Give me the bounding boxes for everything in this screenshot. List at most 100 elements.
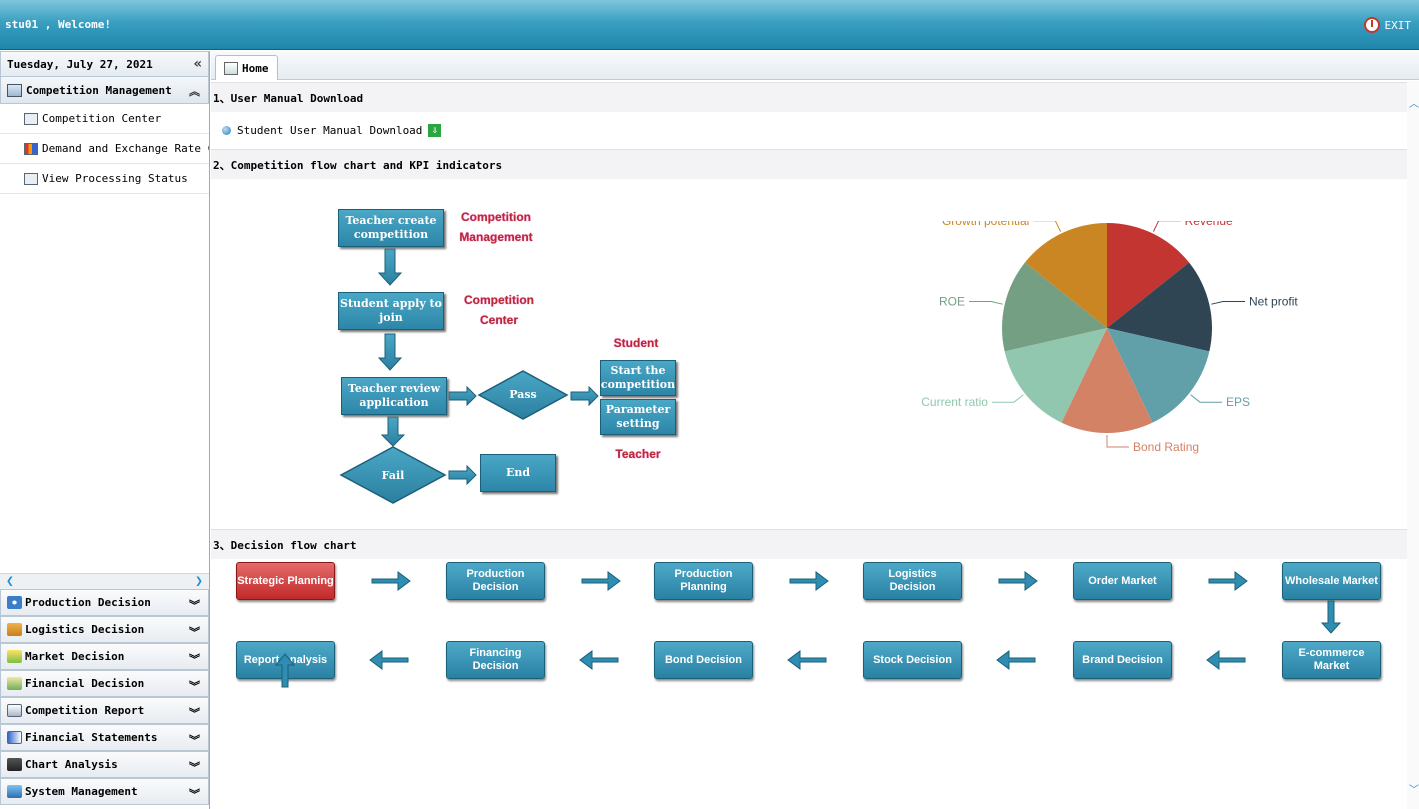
chevron-down-icon: ︾: [189, 680, 200, 693]
sidebar-item-processing-status[interactable]: View Processing Status: [0, 164, 209, 194]
sidebar-item-label: Demand and Exchange Rate Chart: [42, 142, 209, 155]
accordion-financial-statements[interactable]: Financial Statements ︾: [0, 724, 209, 751]
sidebar-item-demand-exchange[interactable]: Demand and Exchange Rate Chart: [0, 134, 209, 164]
arrow-left: [369, 650, 409, 670]
decision-strategic-planning[interactable]: Strategic Planning: [236, 562, 335, 600]
section-competition-flow: 2、Competition flow chart and KPI indicat…: [211, 149, 1407, 179]
label-student: Student: [613, 336, 659, 350]
pie-slice: [1061, 328, 1153, 433]
accordion-system-management[interactable]: System Management ︾: [0, 778, 209, 805]
sidebar: Tuesday, July 27, 2021 « Competition Man…: [0, 51, 210, 809]
arrow-left: [579, 650, 619, 670]
arrow-left: [1206, 650, 1246, 670]
accordion-label: System Management: [25, 785, 138, 798]
accordion-competition-report[interactable]: Competition Report ︾: [0, 697, 209, 724]
download-row: Student User Manual Download ⇩: [222, 124, 442, 137]
truck-icon: [7, 623, 22, 636]
accordion-production-decision[interactable]: Production Decision ︾: [0, 589, 209, 616]
tab-home[interactable]: Home: [215, 55, 278, 80]
chevron-down-icon: ︾: [189, 626, 200, 639]
flow-teacher-review: Teacher review application: [341, 377, 447, 415]
accordion-logistics-decision[interactable]: Logistics Decision ︾: [0, 616, 209, 643]
accordion-label: Market Decision: [25, 650, 125, 663]
pie-slice: [1107, 262, 1212, 352]
pass-label: Pass: [509, 388, 537, 401]
vertical-scrollbar[interactable]: ︿ ﹀: [1407, 81, 1419, 809]
sidebar-item-label: View Processing Status: [42, 172, 188, 185]
sidebar-item-competition-center[interactable]: Competition Center: [0, 104, 209, 134]
chevron-down-icon: ︾: [189, 734, 200, 747]
pie-slice: [1107, 328, 1210, 423]
arrow-right: [998, 571, 1038, 591]
pie-leader-line: [968, 301, 1003, 305]
horizontal-scrollbar[interactable]: ❮ ❯: [0, 573, 209, 589]
group-competition-management[interactable]: Competition Management ︽: [0, 77, 209, 104]
arrow-down: [377, 333, 403, 371]
download-icon[interactable]: ⇩: [428, 124, 442, 137]
chevron-down-icon: ︾: [189, 707, 200, 720]
flow-student-apply: Student apply to join: [338, 292, 444, 330]
decision-production-planning[interactable]: Production Planning: [654, 562, 753, 600]
pie-leader-line: [1033, 221, 1062, 232]
top-header: stu01 , Welcome! EXIT: [0, 0, 1419, 50]
pie-leader-line: [1106, 435, 1129, 448]
scroll-down-icon[interactable]: ﹀: [1409, 785, 1419, 796]
arrow-up: [274, 653, 296, 688]
calendar-icon: [7, 83, 22, 97]
pie-leader-line: [1190, 394, 1223, 403]
chevron-down-icon: ︾: [189, 761, 200, 774]
scroll-right-icon[interactable]: ❯: [195, 574, 203, 589]
star-icon: [7, 650, 22, 663]
fail-label: Fail: [381, 469, 405, 482]
decision-production-decision[interactable]: Production Decision: [446, 562, 545, 600]
grid-icon: [24, 112, 38, 125]
decision-brand-decision[interactable]: Brand Decision: [1073, 641, 1172, 679]
arrow-right: [581, 571, 621, 591]
accordion-financial-decision[interactable]: Financial Decision ︾: [0, 670, 209, 697]
pie-label: Revenue: [1185, 221, 1233, 228]
accordion-market-decision[interactable]: Market Decision ︾: [0, 643, 209, 670]
accordion-chart-analysis[interactable]: Chart Analysis ︾: [0, 751, 209, 778]
current-date: Tuesday, July 27, 2021: [7, 57, 153, 71]
pie-leader-line: [991, 394, 1024, 403]
pass-diamond: [477, 370, 569, 420]
arrow-right: [448, 464, 477, 486]
decision-stock-decision[interactable]: Stock Decision: [863, 641, 962, 679]
decision-logistics-decision[interactable]: Logistics Decision: [863, 562, 962, 600]
pie-label: ROE: [939, 295, 965, 309]
accordion-label: Logistics Decision: [25, 623, 145, 636]
sidebar-item-label: Competition Center: [42, 112, 162, 125]
section-user-manual: 1、User Manual Download: [211, 82, 1407, 112]
arrow-right: [789, 571, 829, 591]
report-icon: [7, 704, 22, 717]
tab-bar: Home: [211, 51, 1419, 80]
arrow-right: [371, 571, 411, 591]
pie-slice: [1004, 328, 1107, 423]
pie-leader-line: [1211, 301, 1246, 305]
scroll-left-icon[interactable]: ❮: [6, 574, 14, 589]
decision-financing-decision[interactable]: Financing Decision: [446, 641, 545, 679]
flow-start-competition: Start the competition: [600, 360, 676, 396]
welcome-text: stu01 , Welcome!: [5, 18, 111, 31]
arrow-right: [448, 385, 477, 407]
pie-slice: [1002, 262, 1107, 352]
scroll-up-icon[interactable]: ︿: [1409, 99, 1419, 110]
pie-label: Bond Rating: [1133, 440, 1199, 454]
arrow-down: [1320, 600, 1342, 634]
collapse-sidebar-icon[interactable]: «: [193, 56, 202, 72]
accordion-label: Financial Decision: [25, 677, 145, 690]
arrow-right: [570, 385, 599, 407]
power-icon: [1363, 17, 1380, 33]
decision-e-commerce-market[interactable]: E-commerce Market: [1282, 641, 1381, 679]
label-competition-management: Competition Management: [459, 210, 533, 244]
exit-button[interactable]: EXIT: [1363, 17, 1411, 33]
decision-bond-decision[interactable]: Bond Decision: [654, 641, 753, 679]
decision-wholesale-market[interactable]: Wholesale Market: [1282, 562, 1381, 600]
monitor-icon: [24, 172, 38, 185]
arrow-left: [787, 650, 827, 670]
decision-order-market[interactable]: Order Market: [1073, 562, 1172, 600]
pie-leader-line: [1152, 221, 1181, 232]
gear-icon: [7, 596, 22, 609]
pie-label: EPS: [1226, 395, 1250, 409]
